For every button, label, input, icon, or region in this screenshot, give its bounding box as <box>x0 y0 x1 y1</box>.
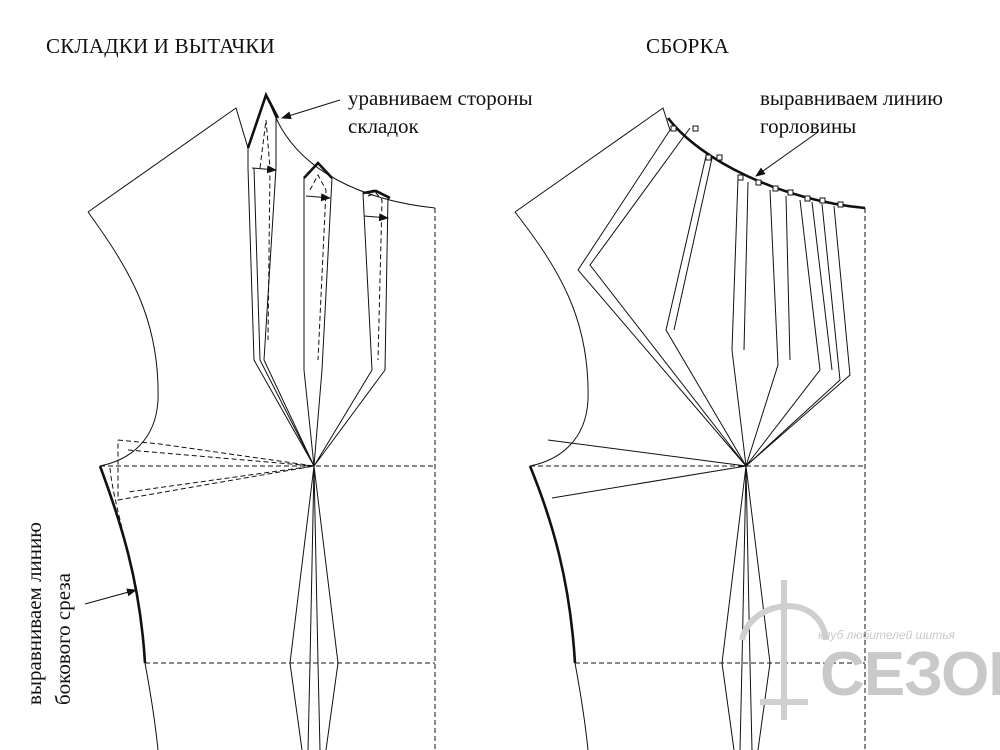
left-pleat-arrow-1 <box>251 165 277 174</box>
left-armhole-curve <box>87 211 159 467</box>
left-side-fold <box>117 439 315 501</box>
right-panel-title: СБОРКА <box>646 34 730 58</box>
left-pleat-3-bold <box>362 189 391 200</box>
left-top-note-line-1: уравниваем стороны <box>348 86 533 110</box>
left-top-note-line-2: складок <box>348 114 419 138</box>
right-neck-markers <box>670 125 844 208</box>
left-pleat-arrow-2 <box>305 193 331 202</box>
left-pleat-tip-bold <box>246 91 280 149</box>
right-pattern <box>514 107 866 750</box>
left-pleat-1-dash <box>259 119 271 341</box>
left-pleat-2-dash <box>309 173 327 361</box>
right-callout-arrow <box>755 131 819 177</box>
left-pleat-1-inner <box>253 167 315 467</box>
left-waist-dart <box>289 465 339 750</box>
left-neckline-curve <box>275 117 436 209</box>
right-neckline-bold <box>666 117 866 210</box>
watermark-small-text: клуб любителей шитья <box>818 628 955 642</box>
left-callout-arrow-side <box>84 588 137 605</box>
left-panel-title: СКЛАДКИ И ВЫТАЧКИ <box>46 34 275 58</box>
left-pleat-2-bold <box>303 161 333 179</box>
right-side-seam-bold <box>528 465 577 664</box>
right-shoulder-line <box>514 107 671 213</box>
right-waist-dart <box>721 465 771 750</box>
left-hip-side <box>144 662 159 750</box>
left-pleat-arrow-3 <box>363 213 389 222</box>
left-pattern <box>84 91 436 750</box>
right-slash-lines <box>577 127 851 467</box>
right-armhole-curve <box>514 211 589 467</box>
right-top-note-line-2: горловины <box>760 114 857 138</box>
watermark-brand: СЕЗОН <box>820 640 1000 709</box>
left-side-seam-bold <box>98 465 147 664</box>
right-top-note-line-1: выравниваем линию <box>760 86 943 110</box>
right-hip-side <box>574 662 589 750</box>
left-shoulder-line <box>87 107 249 213</box>
left-callout-arrow-top <box>281 99 341 120</box>
left-pleat-3-dash <box>367 192 383 361</box>
